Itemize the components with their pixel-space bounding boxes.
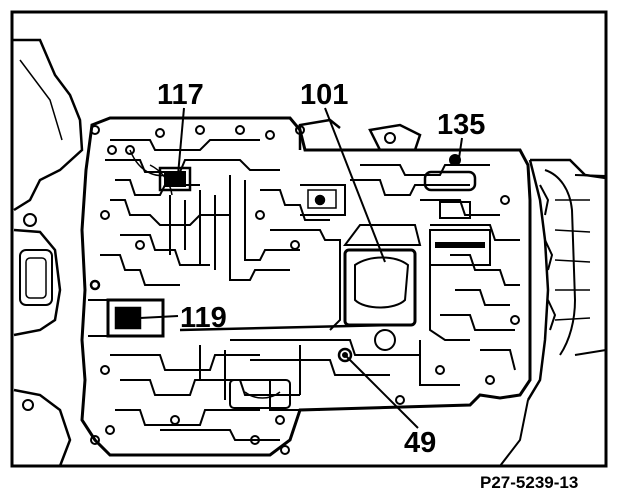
- leader-101: [324, 107, 386, 263]
- callout-49: 49: [404, 427, 436, 459]
- leader-117: [177, 107, 185, 176]
- callout-135: 135: [437, 109, 485, 141]
- transmission-housing-left: [12, 38, 84, 467]
- lower-passages: [90, 125, 420, 455]
- leader-135: [457, 137, 463, 166]
- leader-119: [139, 315, 179, 319]
- figure-reference-code: P27-5239-13: [480, 473, 578, 492]
- callout-101: 101: [300, 79, 348, 111]
- callout-117: 117: [157, 79, 204, 111]
- callout-leaders: [139, 107, 463, 429]
- callout-119: 119: [180, 302, 227, 334]
- leader-49: [344, 354, 419, 429]
- figure-frame: [10, 10, 608, 468]
- transmission-housing-right: [499, 158, 607, 467]
- valve-body-outline: [80, 116, 532, 457]
- right-side-passages: [350, 123, 520, 386]
- valve-119-area: [88, 279, 165, 338]
